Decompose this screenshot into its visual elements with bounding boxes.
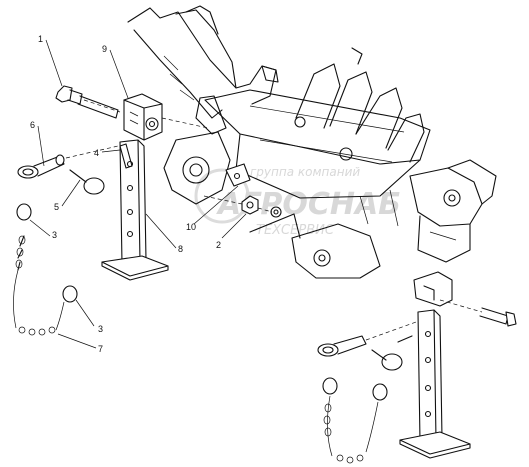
watermark: группа компаний АГРОСНАБ ТЕХСЕРВИС (194, 165, 401, 238)
callout-10: 10 (186, 222, 196, 232)
callout-9: 9 (102, 44, 107, 54)
callout-5: 5 (54, 202, 59, 212)
assembly-dashed-lines (65, 99, 483, 341)
leader-lines (29, 39, 247, 349)
part-4-pin (119, 143, 133, 169)
part-7-chain (13, 235, 65, 336)
callout-7: 7 (98, 344, 103, 354)
callout-6: 6 (30, 120, 35, 130)
callout-1: 1 (38, 34, 43, 44)
callout-8: 8 (178, 244, 183, 254)
callout-2: 2 (216, 240, 221, 250)
callout-3-upper: 3 (52, 230, 57, 240)
watermark-line-3: ТЕХСЕРВИС (256, 223, 335, 238)
callout-4: 4 (94, 148, 99, 158)
second-stand-assembly (317, 307, 517, 464)
part-3-ring-lower (62, 285, 78, 303)
part-1-bolt (55, 85, 119, 119)
callout-labels: 1 2 3 3 4 5 6 7 8 9 10 (30, 34, 221, 354)
part-9-clamp-block (123, 93, 163, 141)
part-3-ring-upper (16, 203, 32, 221)
watermark-line-1: группа компаний (250, 165, 360, 179)
part-8-stand-leg (101, 139, 169, 281)
part-6-lynch-pin (17, 154, 65, 179)
callout-3-lower: 3 (98, 324, 103, 334)
part-2-plate (225, 163, 282, 218)
main-frame (127, 5, 497, 307)
part-10-nut (241, 195, 259, 215)
part-5-r-clip (69, 169, 105, 195)
